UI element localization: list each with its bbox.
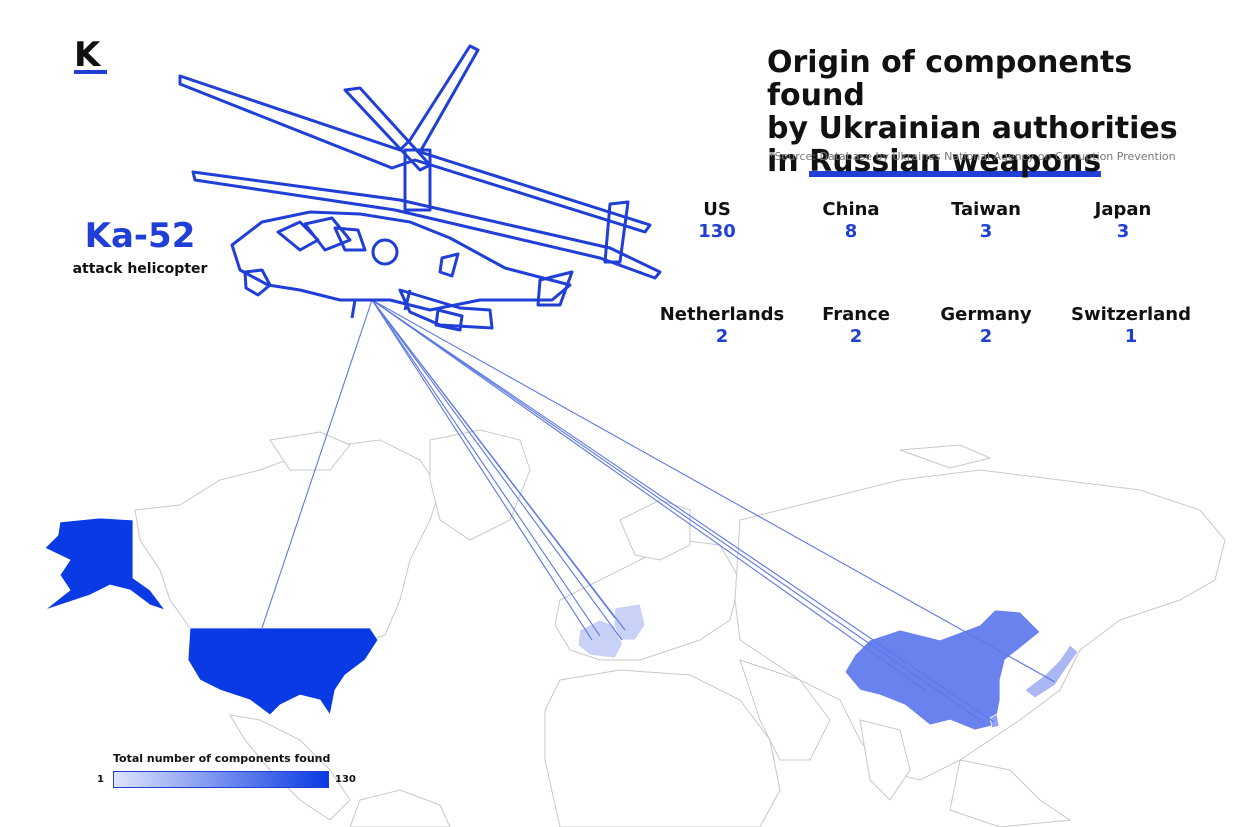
map-alaska [44, 517, 167, 611]
stat-switzerland: Switzerland 1 [1056, 304, 1206, 348]
map-usa [187, 627, 379, 717]
stat-country: China [822, 199, 880, 220]
stat-count: 2 [715, 326, 729, 347]
legend-title: Total number of components found [113, 752, 331, 765]
map-africa [544, 669, 781, 827]
helicopter-name: Ka-52 [84, 216, 196, 256]
stat-country: Taiwan [951, 199, 1021, 220]
map-greenland-top [899, 444, 992, 469]
stat-count: 3 [979, 221, 993, 242]
connector-switzerland [371, 299, 623, 641]
connector-japan [371, 299, 1056, 683]
stat-netherlands: Netherlands 2 [647, 304, 797, 348]
helicopter-outline-icon [178, 44, 662, 332]
stat-country: Germany [940, 304, 1032, 325]
legend-gradient-bar [113, 771, 329, 788]
map-greenland [429, 429, 531, 541]
map-india [859, 719, 911, 801]
map-japan [1024, 644, 1079, 699]
map-germany [613, 603, 646, 641]
stat-germany: Germany 2 [911, 304, 1061, 348]
helicopter-subtitle: attack helicopter [72, 261, 208, 277]
stat-france: France 2 [781, 304, 931, 348]
stat-count: 2 [849, 326, 863, 347]
map-china [844, 609, 1041, 731]
stat-country: France [822, 304, 890, 325]
stat-country: Japan [1094, 199, 1152, 220]
stat-taiwan: Taiwan 3 [911, 199, 1061, 243]
source-note: *Source: Database by Ukraines National A… [769, 150, 1176, 163]
map-taiwan [989, 713, 1000, 729]
connector-france-2 [371, 299, 601, 637]
stat-country: Switzerland [1071, 304, 1191, 325]
map-scandinavia [619, 499, 691, 561]
map-central-america [229, 714, 351, 821]
map-south-america [349, 789, 451, 827]
stat-count: 3 [1116, 221, 1130, 242]
connector-china-1 [371, 299, 926, 691]
map-middle-east [739, 659, 831, 761]
title-line-1: Origin of components found [767, 45, 1133, 113]
stat-china: China 8 [776, 199, 926, 243]
stat-count: 2 [979, 326, 993, 347]
map-arctic-islands [269, 431, 351, 471]
stat-country: US [703, 199, 731, 220]
stat-count: 8 [844, 221, 858, 242]
stat-count: 1 [1124, 326, 1138, 347]
stat-country: Netherlands [659, 304, 785, 325]
map-north-america [134, 439, 441, 641]
title-highlight: Russian weapons [809, 144, 1102, 179]
page-title: Origin of components found by Ukrainian … [767, 46, 1217, 178]
connector-germany [371, 299, 626, 631]
brand-logo: K [74, 35, 101, 75]
connector-china-2 [371, 299, 981, 721]
title-line-3-prefix: in [767, 144, 810, 179]
map-france [577, 619, 623, 659]
title-line-2: by Ukrainian authorities [767, 111, 1178, 146]
legend-min: 1 [97, 774, 104, 785]
connector-france-1 [371, 299, 593, 641]
connector-taiwan [371, 299, 995, 723]
legend-max: 130 [335, 774, 356, 785]
map-southeast-asia [949, 759, 1072, 827]
stat-us: US 130 [642, 199, 792, 243]
stat-japan: Japan 3 [1048, 199, 1198, 243]
connector-us [261, 299, 373, 629]
stat-count: 130 [698, 221, 736, 242]
brand-logo-underline [74, 70, 107, 74]
